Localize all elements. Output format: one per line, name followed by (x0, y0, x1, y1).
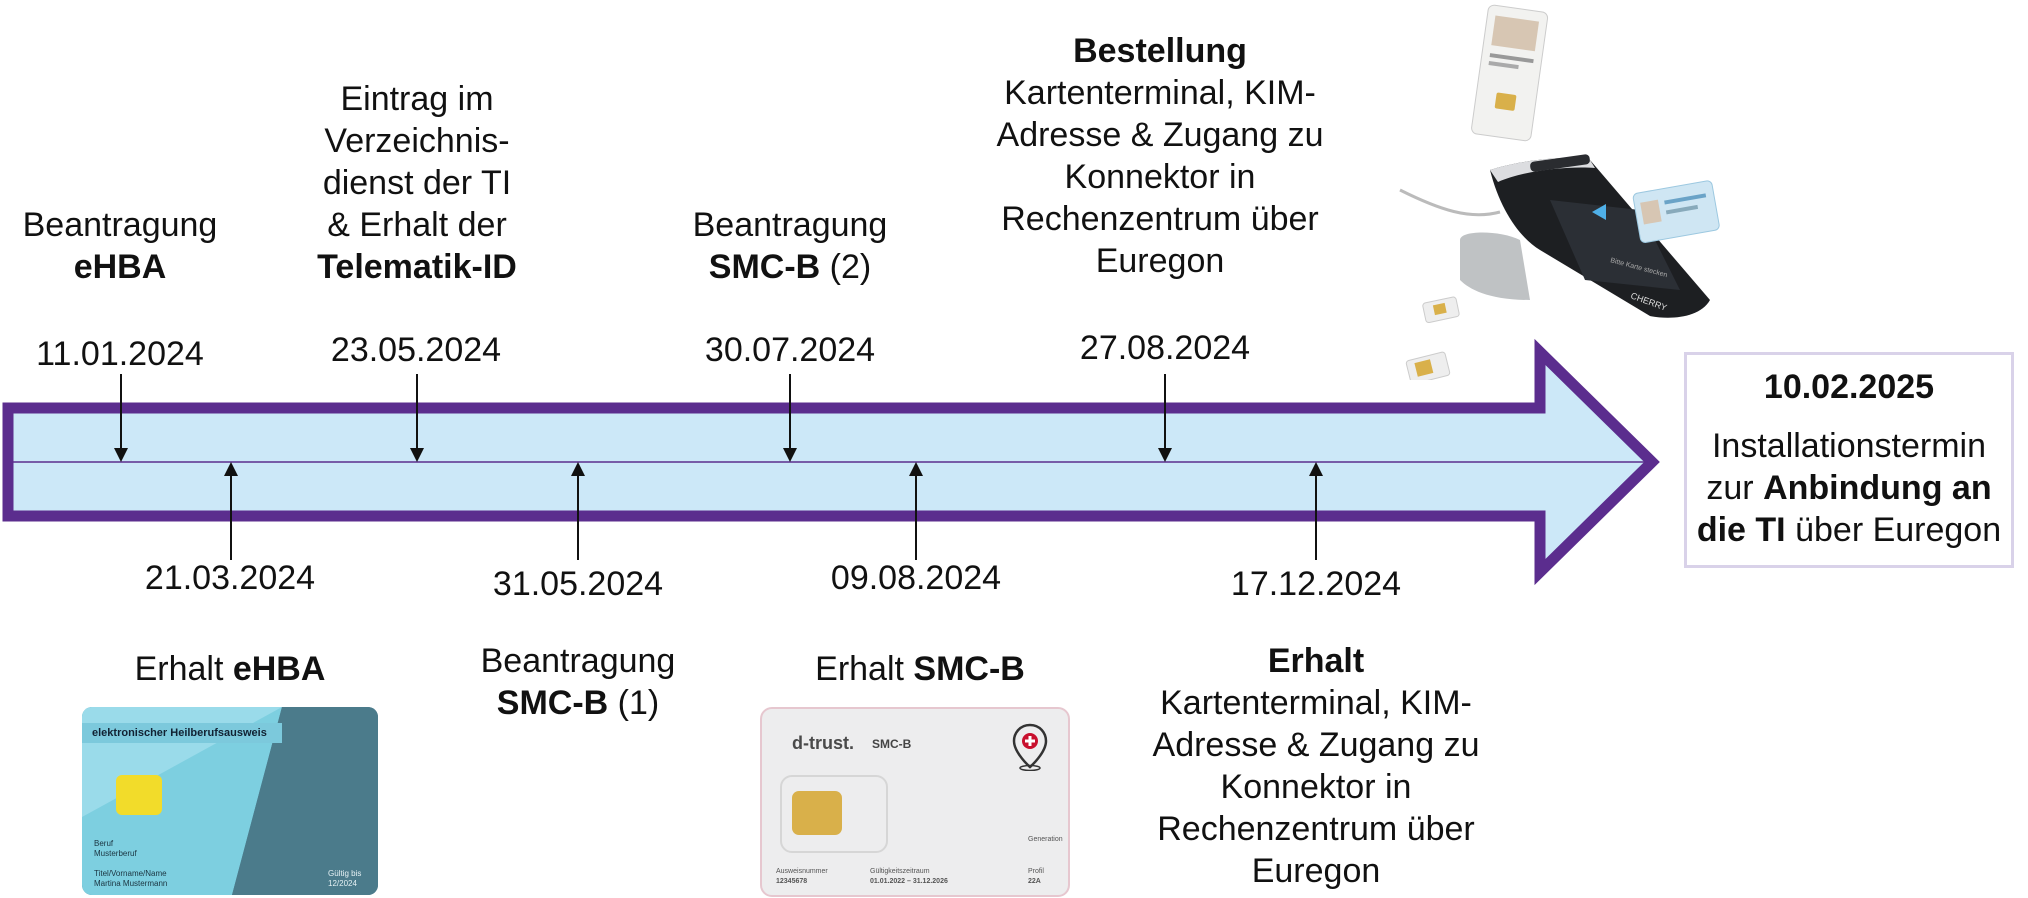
tick-up-3 (909, 462, 923, 560)
smcb-profil-label: Profil (1028, 868, 1044, 875)
label-line-bold: SMC-B (496, 684, 609, 722)
ehba-valid-label: Gültig bis (328, 869, 362, 878)
milestone-label-top-1: Beantragung eHBA (0, 204, 240, 288)
ehba-valid-value: 12/2024 (328, 879, 357, 888)
label-line: Beantragung (480, 642, 676, 680)
label-line: Kartenterminal, KIM- (1004, 74, 1316, 112)
final-line: über Euregon (1785, 511, 2002, 549)
smcb-chip-frame (780, 775, 888, 853)
smcb-type: SMC-B (872, 737, 912, 751)
ehba-chip (116, 775, 162, 815)
smcb-generation-label: Generation (1028, 836, 1063, 843)
label-line: Adresse & Zugang zu (996, 116, 1324, 154)
label-line: Erhalt (134, 650, 233, 688)
label-line-bold: eHBA (232, 650, 326, 688)
smcb-brand: d-trust. (792, 733, 854, 753)
label-line-bold: Telematik-ID (317, 248, 517, 286)
final-date: 10.02.2025 (1763, 368, 1935, 406)
final-line: Installationstermin (1711, 427, 1986, 465)
final-line-bold: die TI (1696, 511, 1786, 549)
label-line: Euregon (1095, 242, 1225, 280)
tick-down-3 (783, 374, 797, 462)
label-line-suffix: (1) (608, 684, 660, 722)
final-line: zur (1706, 469, 1764, 507)
location-pin-icon (1012, 723, 1048, 771)
label-line: Konnektor in (1220, 768, 1412, 806)
final-line-bold: Anbindung an (1763, 469, 1992, 507)
label-line: Beantragung (22, 206, 218, 244)
milestone-date-top-1: 11.01.2024 (36, 335, 204, 373)
label-line: Adresse & Zugang zu (1152, 726, 1480, 764)
smcb-ausweis-value: 12345678 (776, 878, 808, 885)
milestone-label-bottom-4: Erhalt Kartenterminal, KIM- Adresse & Zu… (1116, 640, 1516, 892)
label-line: Euregon (1251, 852, 1381, 890)
milestone-date-top-3: 30.07.2024 (704, 331, 876, 369)
label-line-suffix: (2) (820, 248, 872, 286)
label-line-bold: eHBA (73, 248, 167, 286)
label-line: Konnektor in (1064, 158, 1256, 196)
tick-up-4 (1309, 462, 1323, 560)
milestone-date-top-2: 23.05.2024 (330, 331, 502, 369)
tick-down-1 (114, 374, 128, 462)
label-line: & Erhalt der (327, 206, 507, 244)
smcb-card-image: d-trust. SMC-B Generation Ausweisnummer … (760, 707, 1070, 897)
milestone-label-top-3: Beantragung SMC-B (2) (670, 204, 910, 288)
label-line: Kartenterminal, KIM- (1160, 684, 1472, 722)
label-line: Verzeichnis- (324, 122, 510, 160)
ehba-beruf-label: Beruf (94, 839, 114, 848)
label-line-bold: Erhalt (1267, 642, 1365, 680)
label-line: Erhalt (815, 650, 914, 688)
label-line: Eintrag im (340, 80, 494, 118)
milestone-date-bottom-2: 31.05.2024 (492, 565, 664, 603)
milestone-date-bottom-4: 17.12.2024 (1230, 565, 1402, 603)
smcb-valid-value: 01.01.2022 – 31.12.2026 (870, 878, 948, 885)
label-line-bold: SMC-B (708, 248, 821, 286)
smcb-profil-value: 22A (1028, 878, 1041, 885)
tick-down-2 (410, 374, 424, 462)
ehba-name-value: Martina Mustermann (94, 879, 168, 888)
smcb-valid-label: Gültigkeitszeitraum (870, 868, 930, 875)
smcb-ausweis-label: Ausweisnummer (776, 868, 828, 875)
milestone-label-top-4: Bestellung Kartenterminal, KIM- Adresse … (970, 30, 1350, 282)
label-line: dienst der TI (322, 164, 512, 202)
tick-up-2 (571, 462, 585, 560)
ehba-card-image: elektronischer Heilberufsausweis Beruf M… (82, 707, 378, 895)
label-line: Rechenzentrum über (1001, 200, 1319, 238)
milestone-date-bottom-3: 09.08.2024 (830, 559, 1002, 597)
final-milestone-box: 10.02.2025 Installationstermin zur Anbin… (1684, 352, 2014, 568)
label-line-bold: Bestellung (1073, 32, 1247, 70)
ehba-beruf-value: Musterberuf (94, 849, 137, 858)
tick-up-1 (224, 462, 238, 560)
label-line-bold: SMC-B (913, 650, 1025, 688)
milestone-date-top-4: 27.08.2024 (1079, 329, 1251, 367)
tick-down-4 (1158, 374, 1172, 462)
label-line: Rechenzentrum über (1157, 810, 1475, 848)
milestone-label-bottom-3: Erhalt SMC-B (780, 648, 1060, 690)
milestone-label-top-2: Eintrag im Verzeichnis- dienst der TI & … (287, 78, 547, 288)
milestone-label-bottom-2: Beantragung SMC-B (1) (458, 640, 698, 724)
smcb-chip (792, 791, 842, 835)
milestone-label-bottom-1: Erhalt eHBA (100, 648, 360, 690)
ehba-card-header: elektronischer Heilberufsausweis (82, 723, 282, 743)
ehba-name-label: Titel/Vorname/Name (94, 869, 167, 878)
card-terminal-image: CHERRY Bitte Karte stecken (1399, 4, 1720, 380)
final-description: Installationstermin zur Anbindung an die… (1687, 425, 2011, 551)
milestone-date-bottom-1: 21.03.2024 (144, 559, 316, 597)
label-line: Beantragung (692, 206, 888, 244)
